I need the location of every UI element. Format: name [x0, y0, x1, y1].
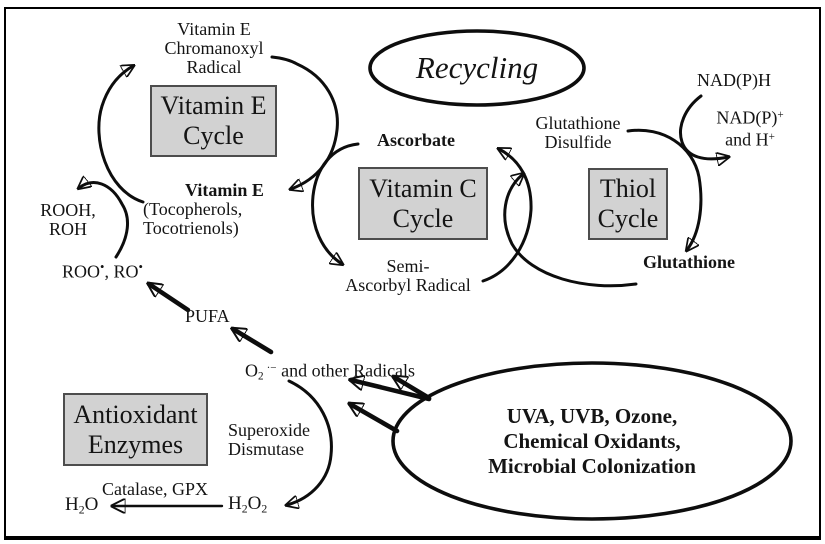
recycling-label: Recycling: [415, 50, 539, 85]
box-vitamin-e-cycle: Vitamin E Cycle: [150, 85, 277, 157]
label-roo-ro: ROO•, RO•: [62, 260, 143, 282]
arrow-nadph-to-nadp: [679, 94, 728, 159]
box-thiol-cycle-line2: Cycle: [597, 204, 659, 233]
oxidants-line1: UVA, UVB, Ozone,: [506, 403, 678, 428]
arrow-chromanoxyl-radical-to-vitamine: [270, 55, 339, 189]
label-vitamin-e-forms: Vitamin E (Tocopherols, Tocotrienols): [143, 180, 264, 238]
label-glutathione-disulfide: Glutathione Disulfide: [535, 113, 621, 152]
box-vitamin-e-cycle-line2: Cycle: [183, 121, 244, 150]
label-chromanoxyl-radical: Vitamin E Chromanoxyl Radical: [164, 19, 264, 77]
arrow-roo-to-rooh: [79, 183, 129, 259]
box-vitamin-c-cycle-line2: Cycle: [392, 203, 454, 233]
label-superoxide-dismutase: Superoxide Dismutase: [228, 420, 310, 459]
label-pufa: PUFA: [185, 306, 230, 326]
label-superoxide-radical: O2·− and other Radicals: [245, 360, 416, 383]
oxidants-label: UVA, UVB, Ozone, Chemical Oxidants, Micr…: [392, 363, 792, 519]
arrow-ascorbate-to-semiascorbyl: [311, 142, 360, 264]
oxidants-ellipse: [391, 361, 793, 521]
arrow-vitamine-to-chromanoxyl-radical: [97, 66, 145, 204]
box-vitamin-e-cycle-line1: Vitamin E: [160, 91, 267, 120]
arrow-semiascorbyl-to-ascorbate: [481, 149, 533, 283]
box-thiol-cycle-line1: Thiol: [599, 174, 657, 203]
oxidants-line3: Microbial Colonization: [488, 453, 696, 478]
box-antioxidant-enzymes-line2: Enzymes: [87, 429, 184, 459]
box-antioxidant-enzymes-line1: Antioxidant: [73, 399, 198, 429]
recycling-ellipse: [368, 29, 586, 107]
label-h2o2: H2O2: [228, 493, 268, 516]
label-nadp-plus: NAD(P)+ and H+: [716, 107, 784, 150]
arrow-o2-to-pufa: [233, 329, 274, 355]
label-ascorbate: Ascorbate: [377, 130, 455, 150]
box-antioxidant-enzymes: Antioxidant Enzymes: [63, 393, 208, 466]
arrow-o2-to-h2o2-superoxide-dismutase: [287, 379, 333, 505]
label-h2o: H2O: [65, 494, 99, 517]
box-thiol-cycle: Thiol Cycle: [588, 168, 668, 240]
label-rooh-roh: ROOH, ROH: [40, 200, 96, 239]
oxidants-line2: Chemical Oxidants,: [503, 428, 681, 453]
label-semi-ascorbyl-radical: Semi- Ascorbyl Radical: [345, 256, 471, 295]
arrow-oxidants-to-radicals-3: [350, 404, 400, 434]
label-nadph: NAD(P)H: [697, 70, 771, 90]
arrow-pufa-to-roo: [149, 284, 191, 313]
arrow-oxidants-to-radicals-2: [394, 377, 432, 401]
box-vitamin-c-cycle: Vitamin C Cycle: [358, 167, 488, 240]
arrow-disulfide-to-glutathione: [626, 128, 703, 250]
label-glutathione: Glutathione: [643, 252, 736, 272]
arrow-glutathione-to-disulfide: [503, 174, 638, 288]
label-catalase-gpx: Catalase, GPX: [102, 479, 208, 499]
box-vitamin-c-cycle-line1: Vitamin C: [369, 173, 477, 203]
